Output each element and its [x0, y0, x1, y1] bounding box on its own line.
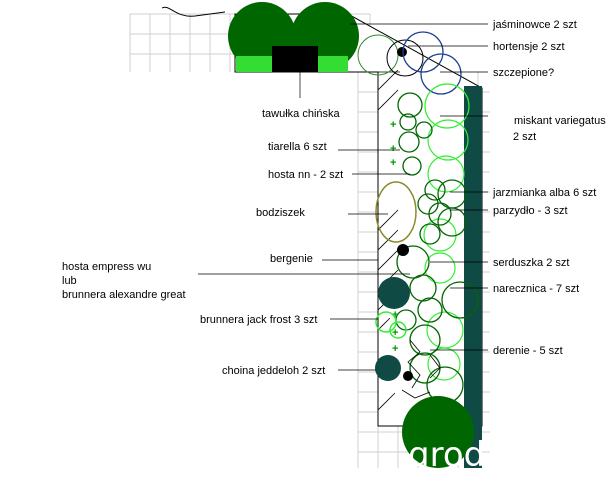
choina-dot [403, 371, 413, 381]
label-bergenie: bergenie [270, 253, 313, 265]
derenie-branches [401, 339, 441, 399]
jarzmianka-circle [424, 179, 446, 201]
label-miskant-2: 2 szt [513, 131, 536, 143]
leader-lines [198, 23, 488, 371]
tiarella-circle [397, 92, 423, 118]
serduszka-circle [396, 245, 430, 279]
svg-text:+: + [392, 343, 398, 355]
label-hosta-empress-3: brunnera alexandre great [62, 289, 186, 301]
jarzmianka-circle [428, 202, 452, 226]
miskant-circle [427, 155, 465, 193]
label-tawulka: tawułka chińska [262, 108, 341, 120]
jarzmianka-circle [417, 193, 439, 215]
label-narecznica: narecznica - 7 szt [493, 283, 579, 295]
miskant-circle [424, 252, 456, 284]
svg-text:+: + [390, 119, 396, 131]
label-serduszka: serduszka 2 szt [493, 257, 569, 269]
parzydlo-circle [419, 223, 441, 245]
hortensja-circle [386, 39, 424, 77]
brunnera-jack-frost [378, 277, 410, 309]
plus-markers: + + + + + + [390, 119, 398, 355]
narecznica-circle [441, 281, 479, 319]
top-boundary-line [161, 6, 226, 17]
hatched-edge [377, 69, 400, 411]
narecznica-circle [417, 297, 443, 323]
label-bodziszek: bodziszek [256, 207, 305, 219]
szczepione-circle [420, 53, 462, 95]
miskant-circle [427, 119, 469, 161]
tiarella-circle [415, 121, 433, 139]
svg-text:+: + [390, 143, 396, 155]
bodziszek-ellipse [375, 181, 417, 243]
label-jasminowce: jaśminowce 2 szt [492, 19, 577, 31]
watermark: grod [408, 435, 485, 475]
label-szczepione: szczepione? [493, 67, 554, 79]
tawulka-block [272, 46, 318, 72]
labels: jaśminowce 2 szt hortensje 2 szt szczepi… [62, 19, 606, 377]
miskant-circle [427, 347, 461, 381]
bottom-tree [402, 396, 474, 468]
label-hortensje: hortensje 2 szt [493, 41, 565, 53]
hortensja-dot [397, 47, 407, 57]
label-hosta-nn: hosta nn - 2 szt [268, 169, 343, 181]
label-hosta-empress-2: lub [62, 275, 77, 287]
miskant-circle [424, 83, 470, 129]
label-jarzmianka: jarzmianka alba 6 szt [492, 187, 596, 199]
label-hosta-empress-1: hosta empress wu [62, 261, 151, 273]
label-parzydlo: parzydło - 3 szt [493, 205, 568, 217]
brunnera-jack-frost [389, 321, 407, 339]
tiarella-circle [402, 156, 422, 176]
tiarella-circle [398, 131, 420, 153]
svg-text:+: + [390, 157, 396, 169]
choina-circle [375, 355, 401, 381]
miskant-strip [464, 86, 482, 468]
label-choina: choina jeddeloh 2 szt [222, 365, 325, 377]
tiarella-circle [399, 113, 417, 131]
svg-text:+: + [392, 309, 398, 321]
label-tiarella: tiarella 6 szt [268, 141, 327, 153]
parzydlo-circle [437, 207, 467, 237]
label-miskant-1: miskant variegatus [514, 115, 606, 127]
svg-text:+: + [392, 327, 398, 339]
label-derenie: derenie - 5 szt [493, 345, 563, 357]
label-brunnera-jack: brunnera jack frost 3 szt [200, 314, 317, 326]
szczepione-circle [402, 31, 444, 73]
bergenie-dot [397, 244, 409, 256]
